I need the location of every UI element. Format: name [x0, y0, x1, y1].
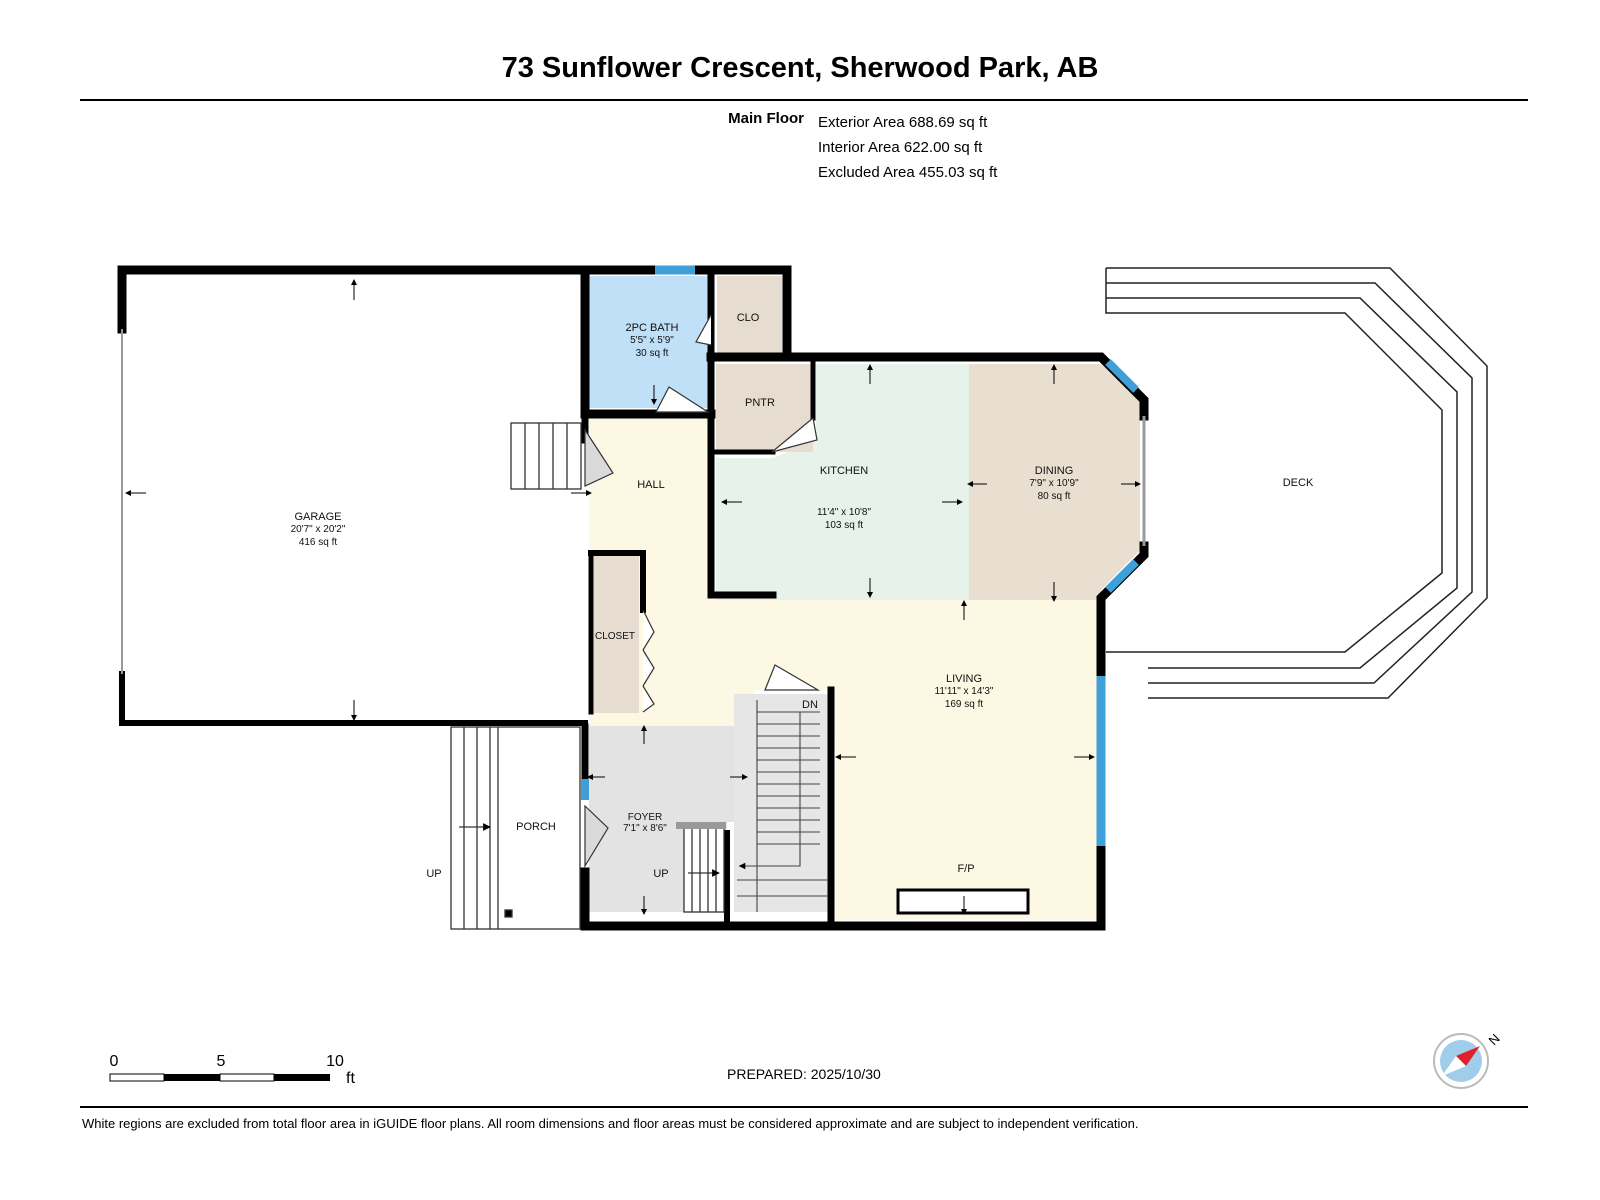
dining-label: DINING	[1035, 465, 1074, 477]
porch	[450, 726, 581, 930]
kitchen-label: KITCHEN	[820, 465, 868, 477]
foyer-up-label: UP	[653, 868, 668, 880]
bath-dims: 5'5" x 5'9"	[630, 335, 674, 346]
scale-tick-5: 5	[217, 1053, 226, 1070]
excluded-area: Excluded Area 455.03 sq ft	[818, 164, 998, 181]
page-title: 73 Sunflower Crescent, Sherwood Park, AB	[501, 52, 1099, 84]
dining-dims: 7'9" x 10'9"	[1029, 478, 1079, 489]
garage-dims: 20'7" x 20'2"	[291, 524, 346, 535]
bath-area: 30 sq ft	[636, 348, 669, 359]
footer-divider	[80, 1106, 1528, 1108]
bath-room	[589, 276, 711, 408]
doors	[584, 314, 821, 869]
bath-label: 2PC BATH	[626, 322, 679, 334]
scale-tick-0: 0	[110, 1053, 119, 1070]
pantry-label: PNTR	[745, 397, 775, 409]
stair-well	[734, 694, 828, 912]
dining-room	[969, 364, 1140, 600]
title-divider	[80, 99, 1528, 101]
living-label: LIVING	[946, 673, 982, 685]
scale-tick-10: 10	[326, 1053, 344, 1070]
windows	[121, 265, 1146, 846]
disclaimer: White regions are excluded from total fl…	[82, 1116, 1139, 1131]
basement-stairs	[737, 700, 828, 912]
scale-bar: 0 5 10 ft	[109, 1053, 355, 1087]
garage-label: GARAGE	[294, 511, 341, 523]
porch-label: PORCH	[516, 821, 556, 833]
foyer-dims: 7'1" x 8'6"	[623, 823, 667, 834]
dimension-arrows	[125, 279, 1141, 915]
living-dims: 11'11" x 14'3"	[935, 686, 994, 697]
closet-room	[594, 553, 639, 713]
interior-area: Interior Area 622.00 sq ft	[818, 139, 983, 156]
garage-area: 416 sq ft	[299, 537, 338, 548]
dining-area: 80 sq ft	[1038, 491, 1071, 502]
foyer-steps	[676, 822, 726, 913]
hall-label: HALL	[637, 479, 665, 491]
compass-icon: N	[1433, 1031, 1503, 1089]
living-area: 169 sq ft	[945, 699, 984, 710]
stairs-down-label: DN	[802, 699, 818, 711]
foyer-label: FOYER	[628, 812, 662, 823]
deck	[1105, 267, 1488, 699]
kitchen-room	[716, 364, 969, 600]
scale-unit: ft	[346, 1070, 355, 1087]
closet-label: CLOSET	[595, 631, 635, 642]
area-summary: Exterior Area 688.69 sq ft Interior Area…	[818, 110, 997, 185]
garage-steps	[510, 422, 582, 490]
closet-top-room	[717, 276, 782, 355]
kitchen-area: 103 sq ft	[825, 520, 864, 531]
hall-room-upper	[589, 414, 711, 553]
closet-top-label: CLO	[737, 312, 760, 324]
kitchen-dims: 11'4" x 10'8"	[817, 507, 872, 518]
deck-label: DECK	[1283, 477, 1314, 489]
floor-name: Main Floor	[728, 110, 804, 127]
exterior-area: Exterior Area 688.69 sq ft	[818, 114, 988, 131]
porch-up-label: UP	[426, 868, 441, 880]
prepared-date: PREPARED: 2025/10/30	[727, 1066, 881, 1082]
fireplace-label: F/P	[957, 863, 974, 875]
living-room	[643, 600, 1101, 920]
compass-north-label: N	[1486, 1031, 1503, 1048]
room-labels: GARAGE 20'7" x 20'2" 416 sq ft 2PC BATH …	[291, 312, 1080, 880]
garage-room	[126, 276, 581, 723]
